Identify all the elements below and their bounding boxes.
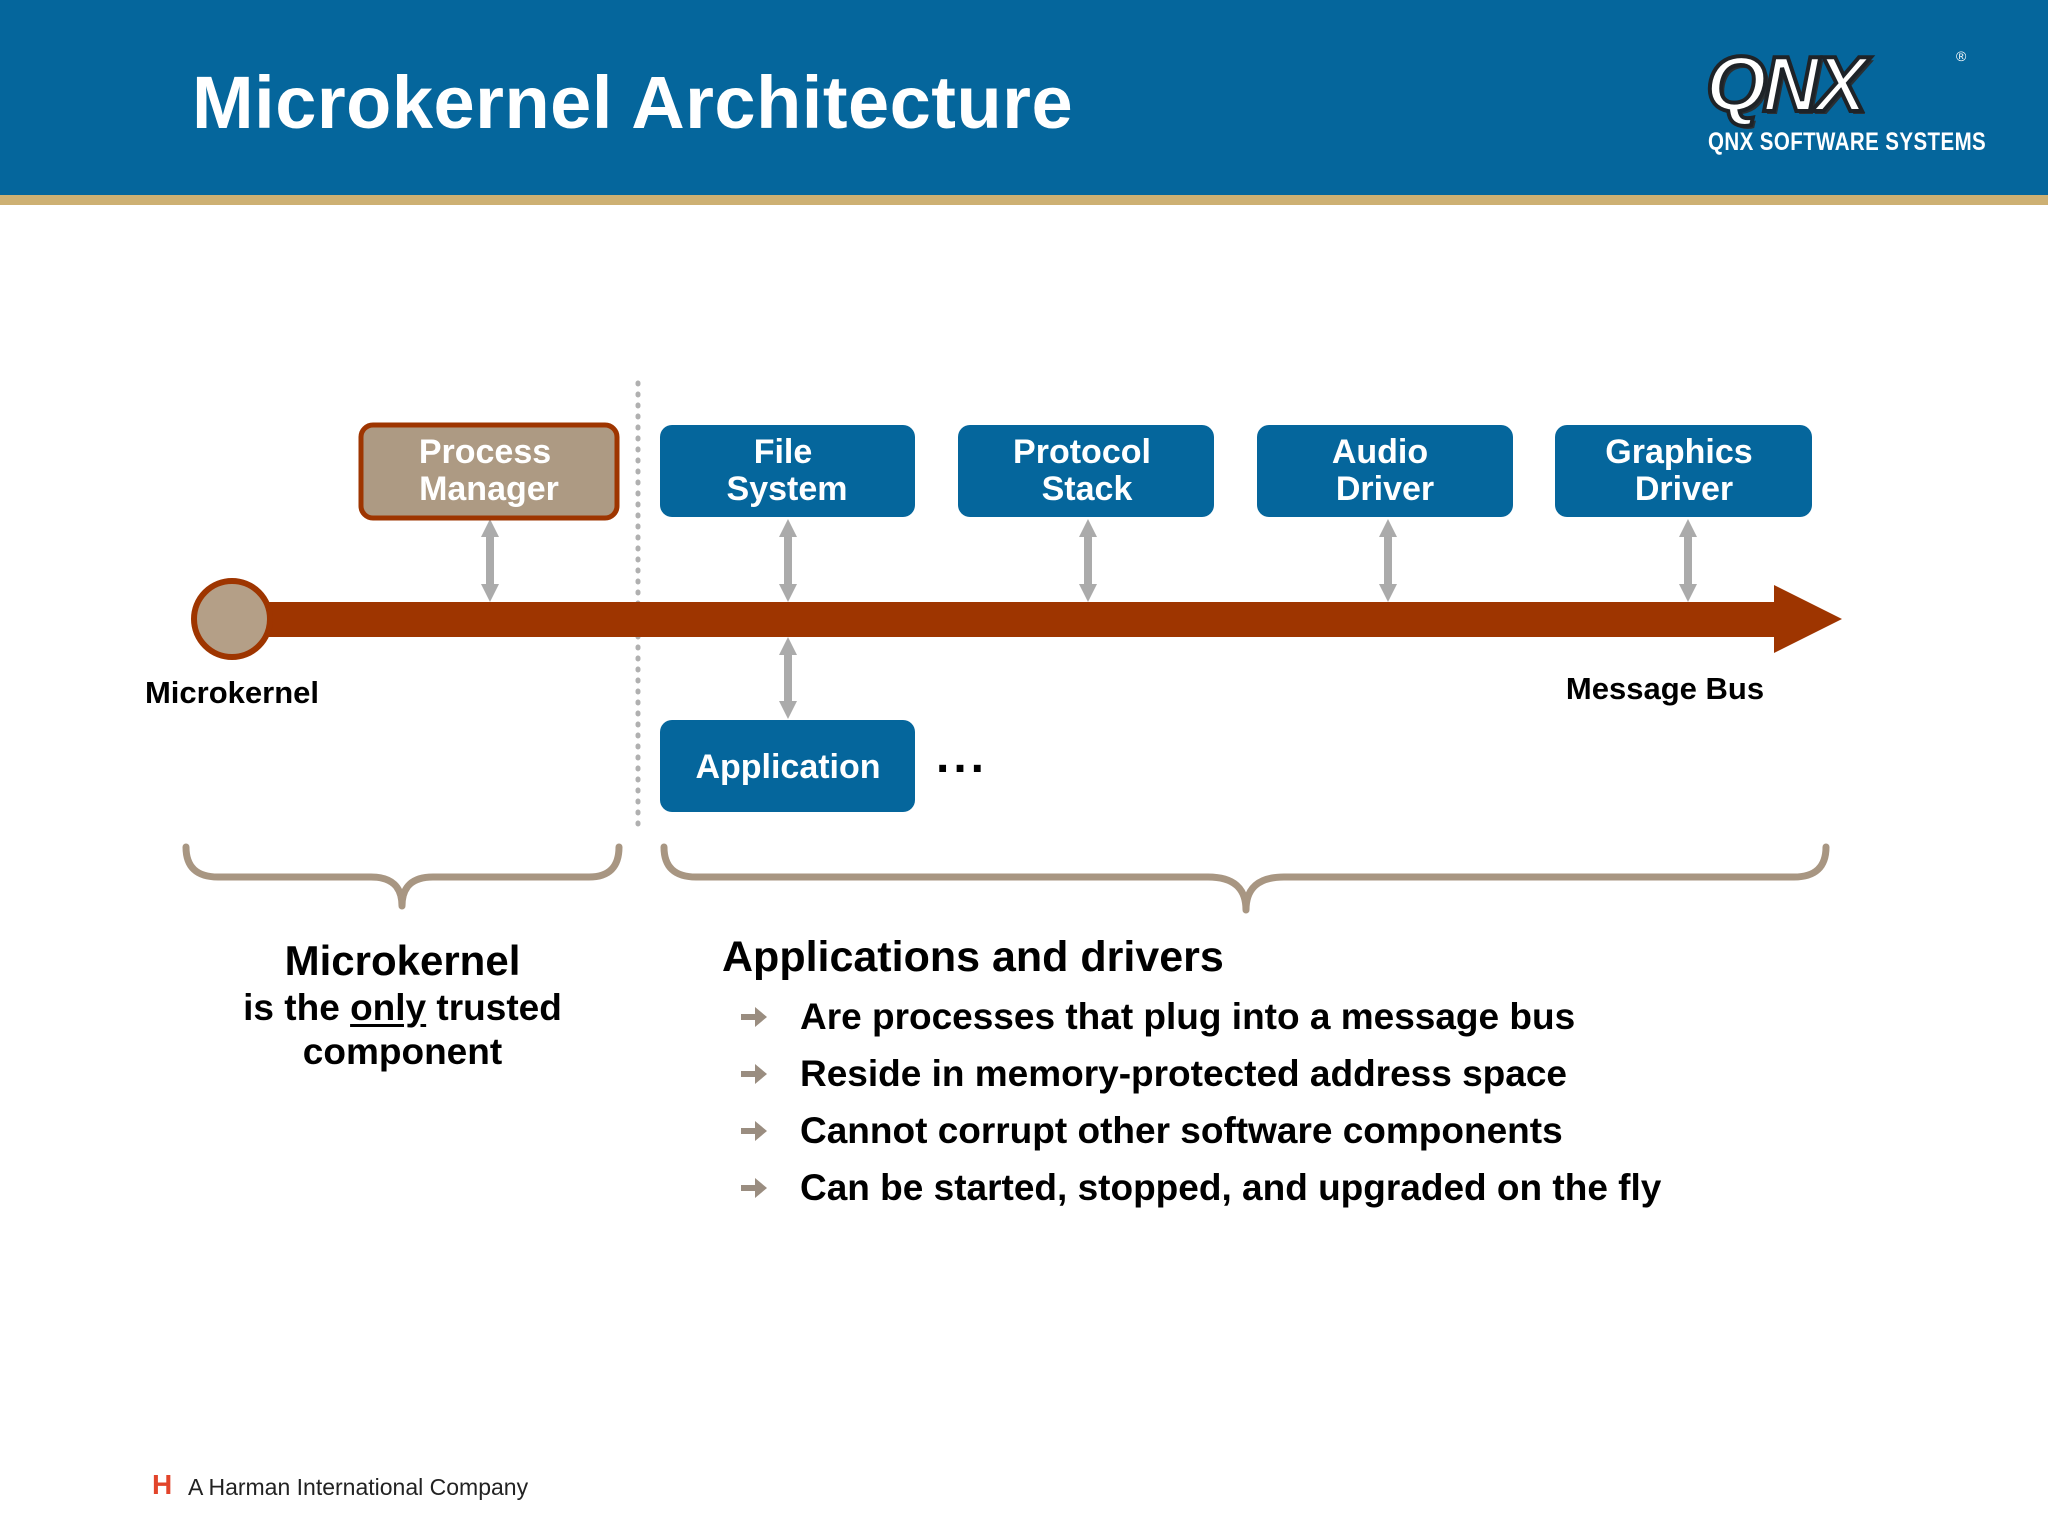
process-manager-label-line-2: Manager — [419, 470, 559, 508]
header-banner: Microkernel Architecture QNX ® QNX SOFTW… — [0, 0, 2048, 195]
protocol-stack-label-line-2: Stack — [1042, 470, 1133, 508]
protocol-stack-box: Protocol Stack — [958, 425, 1214, 517]
microkernel-node — [191, 578, 273, 660]
graphics-driver-connector — [1679, 519, 1697, 602]
graphics-driver-label-line-2: Driver — [1635, 470, 1733, 508]
graphics-driver-label-line-1: Graphics — [1605, 433, 1752, 471]
file-system-connector — [779, 519, 797, 602]
application-box: Application — [660, 720, 915, 812]
process-manager-box: Process Manager — [358, 422, 620, 521]
arrow-right-icon — [741, 1121, 767, 1141]
caption-prefix: is the — [243, 987, 351, 1028]
audio-driver-label-line-1: Audio — [1332, 433, 1428, 471]
file-system-box: File System — [660, 425, 915, 517]
qnx-logo-subtitle: QNX SOFTWARE SYSTEMS — [1708, 128, 1987, 156]
applications-caption: Applications and drivers Are processes t… — [722, 932, 1661, 1216]
microkernel-caption-line: is the only trusted — [200, 986, 605, 1030]
harman-logo-mark: H — [152, 1469, 173, 1500]
audio-driver-box: Audio Driver — [1257, 425, 1513, 517]
protocol-stack-label-line-1: Protocol — [1013, 433, 1151, 471]
message-bus-arrowhead — [1774, 585, 1842, 653]
application-connector — [779, 637, 797, 719]
continuation-ellipsis: ... — [936, 730, 988, 783]
audio-driver-connector — [1379, 519, 1397, 602]
header-accent-rule — [0, 195, 2048, 205]
list-item: Cannot corrupt other software components — [722, 1102, 1661, 1159]
file-system-label-line-2: System — [727, 470, 848, 508]
list-item: Are processes that plug into a message b… — [722, 988, 1661, 1045]
bullet-text: Reside in memory-protected address space — [800, 1053, 1568, 1094]
applications-caption-heading: Applications and drivers — [722, 933, 1224, 981]
qnx-logo-mark: QNX — [1704, 40, 1869, 128]
audio-driver-label-line-2: Driver — [1336, 470, 1434, 508]
process-manager-label-line-1: Process — [419, 433, 551, 471]
microkernel-brace — [182, 843, 623, 910]
registered-mark: ® — [1956, 48, 1967, 64]
message-bus-bar — [230, 602, 1778, 637]
list-item: Can be started, stopped, and upgraded on… — [722, 1159, 1661, 1216]
message-bus-label: Message Bus — [1566, 671, 1764, 706]
file-system-label-line-1: File — [754, 433, 813, 471]
caption-emphasis: only — [350, 987, 427, 1028]
microkernel-caption-heading: Microkernel — [284, 937, 521, 984]
microkernel-caption-line-2: component — [302, 1031, 503, 1072]
caption-suffix: trusted — [426, 987, 562, 1028]
application-label: Application — [695, 748, 880, 786]
footer-text: A Harman International Company — [188, 1474, 529, 1500]
bullet-text: Can be started, stopped, and upgraded on… — [800, 1167, 1662, 1208]
list-item: Reside in memory-protected address space — [722, 1045, 1661, 1102]
applications-brace — [660, 843, 1830, 914]
qnx-logo: QNX ® QNX SOFTWARE SYSTEMS — [1700, 40, 1986, 164]
arrow-right-icon — [741, 1064, 767, 1084]
arrow-right-icon — [741, 1178, 767, 1198]
process-manager-connector — [481, 519, 499, 602]
graphics-driver-box: Graphics Driver — [1555, 425, 1812, 517]
slide-title: Microkernel Architecture — [192, 61, 1074, 144]
microkernel-node-label: Microkernel — [145, 675, 319, 710]
protocol-stack-connector — [1079, 519, 1097, 602]
applications-bullet-list: Are processes that plug into a message b… — [722, 988, 1661, 1216]
microkernel-caption: Microkernel is the only trusted componen… — [200, 936, 605, 1074]
bullet-text: Are processes that plug into a message b… — [800, 996, 1576, 1037]
arrow-right-icon — [741, 1007, 767, 1027]
bullet-text: Cannot corrupt other software components — [800, 1110, 1563, 1151]
